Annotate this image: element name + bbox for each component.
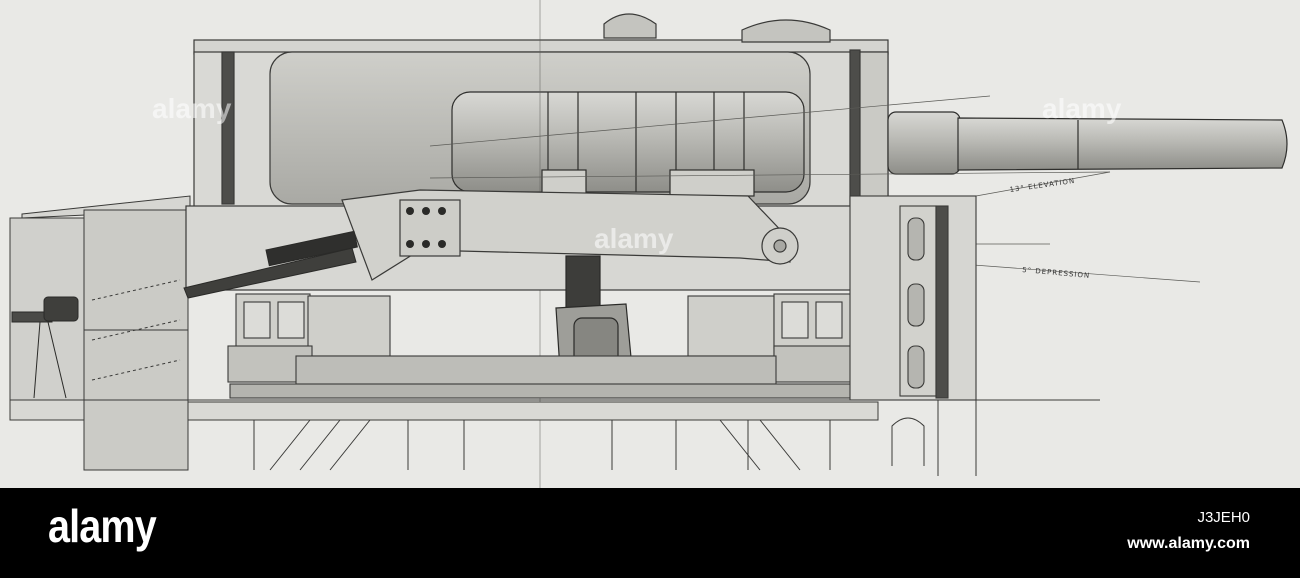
left-cupola bbox=[603, 13, 657, 39]
watermark-center: alamy bbox=[594, 223, 674, 254]
site-url[interactable]: www.alamy.com bbox=[1127, 535, 1250, 552]
image-id: J3JEH0 bbox=[1197, 509, 1250, 526]
watermark-footer bbox=[0, 488, 1300, 578]
right-armour-layer bbox=[849, 49, 861, 207]
port-2 bbox=[907, 283, 925, 327]
port-3 bbox=[907, 345, 925, 389]
right-cupola bbox=[741, 19, 831, 43]
right-barbette bbox=[849, 195, 977, 401]
watermark-right: alamy bbox=[1042, 93, 1122, 124]
cradle-rivets bbox=[406, 207, 446, 248]
elevation-sight-line bbox=[429, 95, 991, 147]
left-deck-structure bbox=[9, 195, 191, 471]
gun-barrel bbox=[957, 117, 1288, 171]
alamy-logo: alamy bbox=[48, 500, 157, 552]
turret-roof bbox=[193, 13, 889, 55]
port-1 bbox=[907, 217, 925, 261]
turret-cross-section-drawing: 13° ELEVATION 5° DEPRESSION bbox=[0, 0, 1300, 488]
lower-hull-framing bbox=[10, 399, 1100, 476]
gun-mantlet bbox=[887, 111, 961, 175]
watermark-left: alamy bbox=[152, 93, 232, 124]
left-sighting-tube bbox=[11, 296, 79, 399]
turntable-machinery bbox=[227, 293, 859, 399]
rammer-tube bbox=[183, 230, 358, 299]
left-armour-layer bbox=[221, 51, 235, 205]
